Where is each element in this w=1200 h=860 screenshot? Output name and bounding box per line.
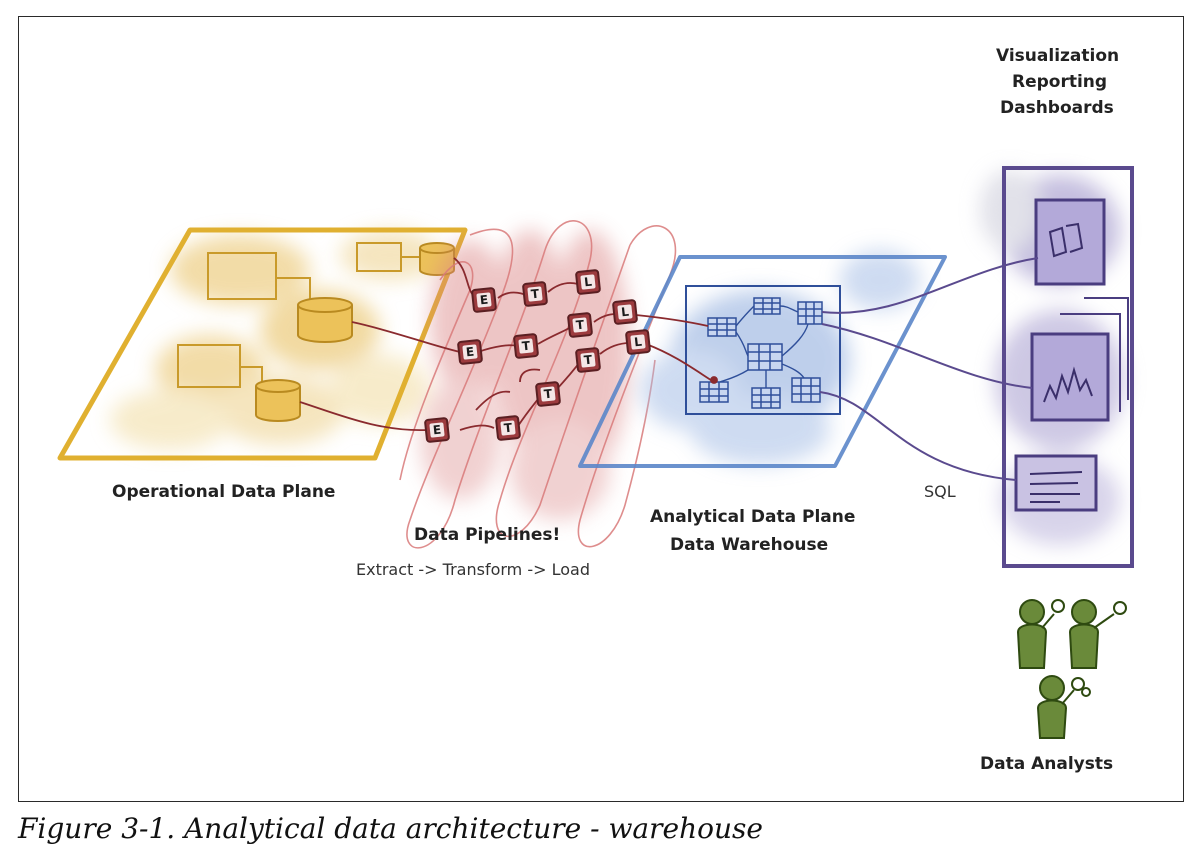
etl-step-transform: T [534, 380, 562, 408]
analyst-icon [1016, 599, 1065, 669]
warehouse-table-icon [797, 301, 823, 325]
warehouse-table-icon [791, 377, 821, 403]
warehouse-label: Data Warehouse [670, 535, 829, 555]
list-report-icon [1029, 471, 1083, 503]
line-graph-icon [1043, 366, 1093, 403]
sql-label: SQL [924, 482, 956, 501]
etl-step-transform: T [512, 332, 540, 360]
warehouse-table-icon [699, 381, 729, 403]
operational-plane-label: Operational Data Plane [112, 482, 336, 502]
viz-label-dashboards: Dashboards [1000, 98, 1114, 118]
etl-step-load: L [611, 298, 639, 326]
visualization-column [980, 166, 1134, 568]
analyst-icon [1036, 675, 1091, 739]
etl-step-extract: E [470, 286, 498, 314]
figure-caption: Figure 3-1. Analytical data architecture… [18, 812, 763, 845]
warehouse-table-icon [751, 387, 781, 409]
operational-db-icon [255, 379, 301, 422]
warehouse-table-icon [753, 297, 781, 315]
pipelines-label: Data Pipelines! [414, 525, 561, 545]
etl-step-transform: T [494, 414, 522, 442]
etl-step-extract: E [423, 416, 451, 444]
warehouse-table-icon [707, 317, 737, 337]
viz-label-reporting: Reporting [1012, 72, 1108, 92]
etl-step-extract: E [456, 338, 484, 366]
warehouse-table-icon [747, 343, 783, 371]
operational-db-icon [297, 297, 353, 343]
etl-step-load: L [624, 328, 652, 356]
etl-step-transform: T [521, 280, 549, 308]
report-chart-icon [1048, 222, 1084, 258]
etl-step-transform: T [574, 346, 602, 374]
sql-connections [819, 257, 1039, 481]
data-analysts-label: Data Analysts [980, 754, 1114, 774]
analytical-plane-label: Analytical Data Plane [650, 507, 856, 527]
pipeline-flow-label: Extract -> Transform -> Load [356, 560, 590, 579]
analyst-icon [1068, 599, 1127, 669]
operational-data-plane [57, 227, 468, 461]
load-arrows [635, 314, 718, 384]
analytical-data-plane [578, 250, 947, 468]
etl-step-transform: T [566, 311, 594, 339]
data-analysts-group [1016, 599, 1127, 739]
etl-step-load: L [574, 268, 602, 296]
viz-label-visualization: Visualization [996, 46, 1120, 66]
